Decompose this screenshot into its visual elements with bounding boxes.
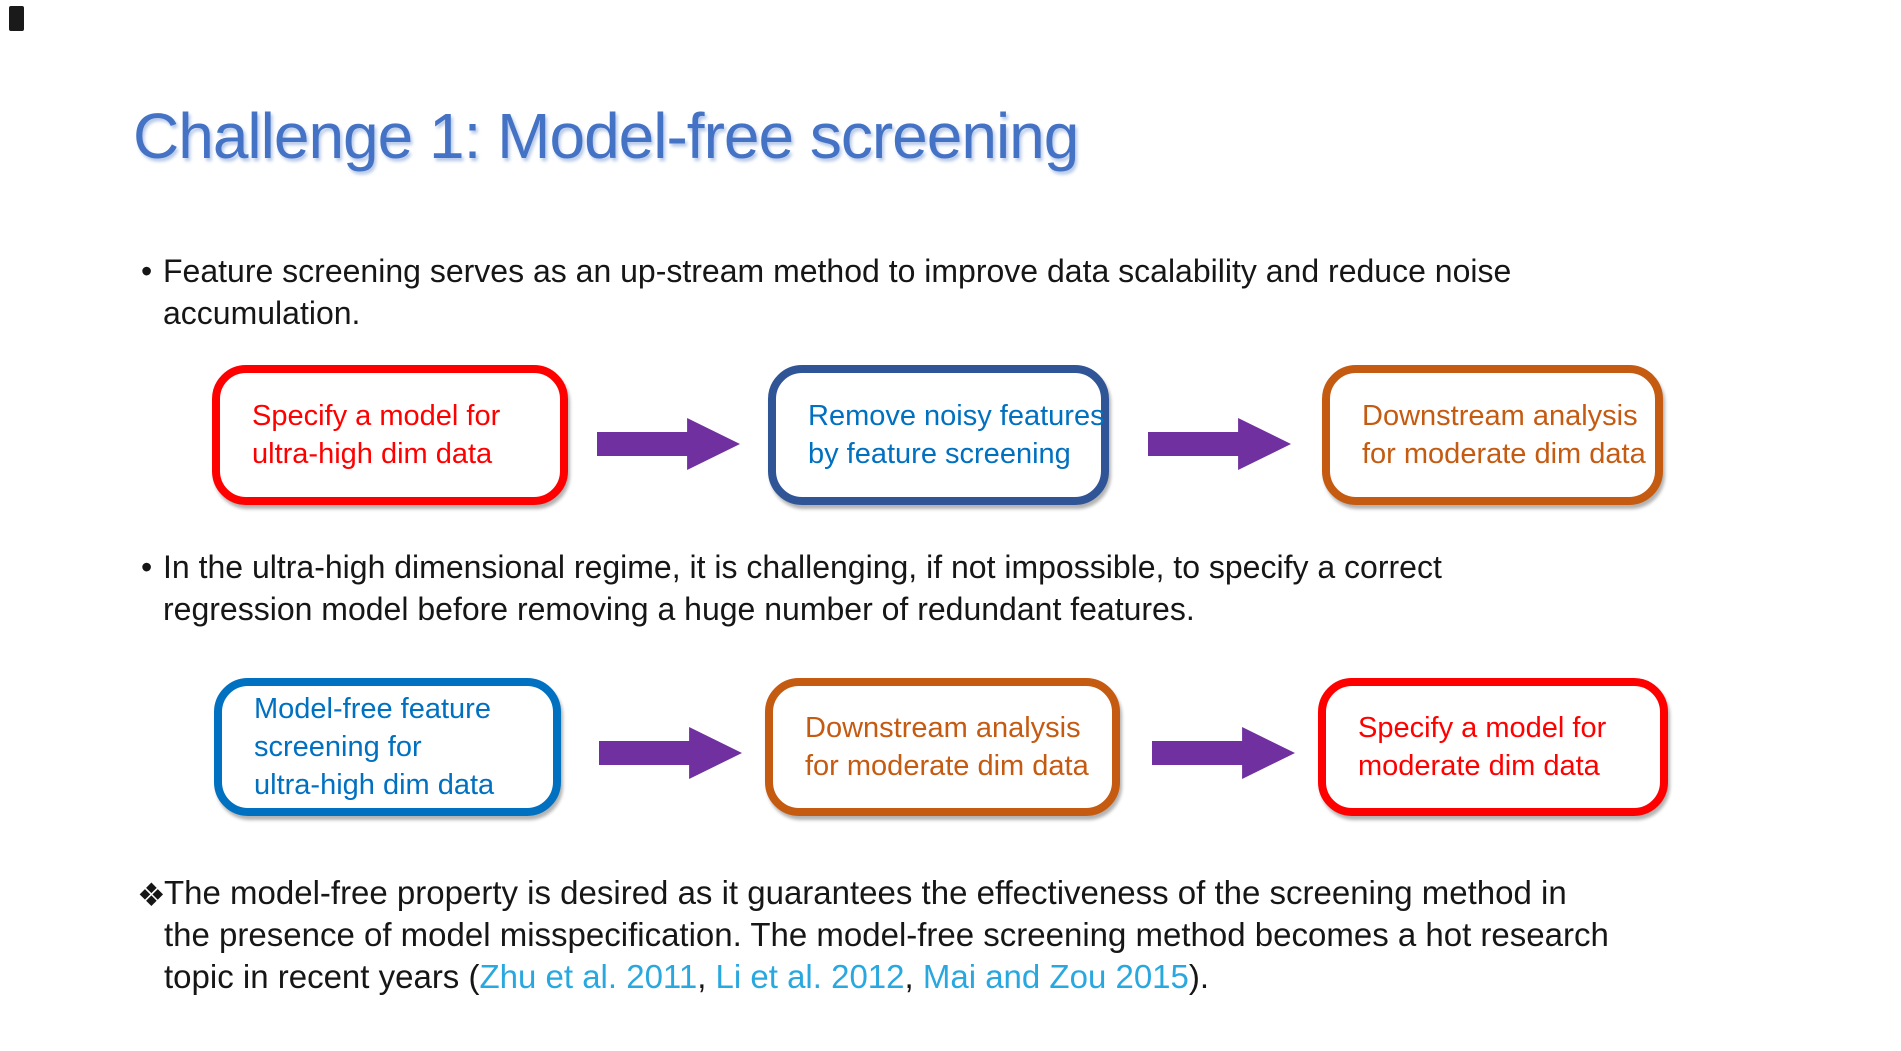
bullet-icon: • (141, 253, 153, 289)
right-arrow-icon (1152, 727, 1295, 779)
bullet-line: Feature screening serves as an up-stream… (163, 253, 1512, 289)
bullet-line: accumulation. (163, 295, 361, 331)
bullet-ultra-high-regime: • In the ultra-high dimensional regime, … (133, 546, 1442, 630)
diamond-bullet-icon: ❖ (137, 877, 166, 913)
closing-line-prefix: topic in recent years ( (164, 958, 480, 995)
flow1-box-downstream-analysis: Downstream analysis for moderate dim dat… (1322, 365, 1663, 505)
flow-box-label: Downstream analysis for moderate dim dat… (805, 712, 1089, 782)
flow2-box-model-free-screening: Model-free feature screening for ultra-h… (214, 678, 561, 816)
right-arrow-icon (597, 418, 740, 470)
flow-box-label: Downstream analysis for moderate dim dat… (1362, 400, 1646, 470)
corner-artifact (9, 6, 24, 31)
flow-box-label: Specify a model for ultra-high dim data (252, 400, 501, 470)
bullet-line: regression model before removing a huge … (163, 591, 1195, 627)
citation-mai-zou-2015: Mai and Zou 2015 (922, 958, 1189, 995)
flow1-box-remove-noisy-features: Remove noisy features by feature screeni… (768, 365, 1109, 505)
citation-separator: , (697, 958, 716, 995)
citation-li-2012: Li et al. 2012 (715, 958, 905, 995)
closing-line-suffix: ). (1188, 958, 1210, 995)
closing-line: the presence of model misspecification. … (164, 916, 1609, 953)
closing-line: The model-free property is desired as it… (164, 874, 1567, 911)
bullet-feature-screening: • Feature screening serves as an up-stre… (133, 250, 1511, 334)
flow1-box-specify-model: Specify a model for ultra-high dim data (212, 365, 568, 505)
bullet-line: In the ultra-high dimensional regime, it… (163, 549, 1442, 585)
bullet-icon: • (141, 549, 153, 585)
closing-remark: ❖ The model-free property is desired as … (133, 872, 1609, 998)
flow2-box-downstream-analysis: Downstream analysis for moderate dim dat… (765, 678, 1120, 816)
flow2-box-specify-model: Specify a model for moderate dim data (1318, 678, 1668, 816)
right-arrow-icon (599, 727, 742, 779)
flow-box-label: Remove noisy features by feature screeni… (808, 400, 1105, 470)
flow-box-label: Model-free feature screening for ultra-h… (254, 693, 495, 801)
page-title: Challenge 1: Model-free screening (133, 100, 1079, 172)
right-arrow-icon (1148, 418, 1291, 470)
closing-line: topic in recent years (Zhu et al. 2011, … (164, 956, 1609, 998)
flow-box-label: Specify a model for moderate dim data (1358, 712, 1607, 782)
citation-separator: , (904, 958, 923, 995)
citation-zhu-2011: Zhu et al. 2011 (479, 958, 698, 995)
